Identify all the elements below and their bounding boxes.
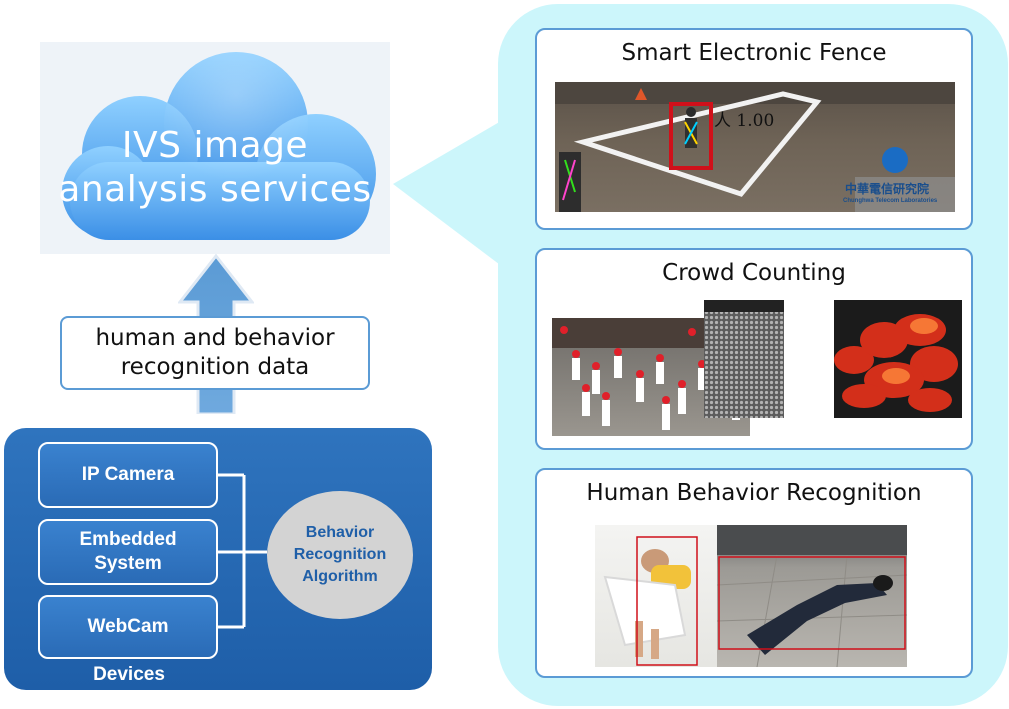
embedded-system-box: Embedded System: [38, 519, 218, 585]
algorithm-line3: Algorithm: [302, 568, 378, 585]
cloud-title-line2: analysis services: [58, 169, 372, 210]
smart-fence-scene: [555, 82, 955, 212]
card-title-smart-fence: Smart Electronic Fence: [621, 40, 887, 66]
ivs-cloud: IVS image analysis services: [40, 42, 390, 254]
embedded-system-label-line2: System: [94, 553, 162, 574]
devices-label: Devices: [93, 664, 165, 685]
detection-label: 人 1.00: [714, 111, 775, 131]
webcam-label: WebCam: [87, 616, 169, 637]
ip-camera-box: IP Camera: [38, 442, 218, 508]
embedded-system-label-line1: Embedded: [79, 529, 177, 550]
ip-camera-label: IP Camera: [81, 464, 175, 485]
algorithm-line2: Recognition: [293, 546, 387, 563]
connector-lines: [218, 473, 267, 629]
fallen-person-photo: [717, 525, 907, 667]
card-title-human-behavior: Human Behavior Recognition: [586, 480, 922, 506]
behavior-recognition-algorithm: Behavior Recognition Algorithm: [267, 491, 413, 619]
sleeping-baby-scene: [603, 536, 698, 666]
card-smart-electronic-fence: Smart Electronic Fence 人 1.00 中華電信研究院 Ch…: [535, 28, 973, 230]
card-crowd-counting: Crowd Counting: [535, 248, 973, 450]
crowd-dense-scene: [704, 300, 784, 418]
cloud-title-line1: IVS image: [121, 125, 309, 166]
card-human-behavior-recognition: Human Behavior Recognition: [535, 468, 973, 678]
chunghwa-logo-subtext: Chunghwa Telecom Laboratories: [843, 198, 938, 204]
chunghwa-logo-text: 中華電信研究院: [845, 182, 930, 196]
recognition-data-box: human and behavior recognition data: [60, 316, 370, 390]
fallen-person-scene: [717, 525, 907, 667]
webcam-box: WebCam: [38, 595, 218, 659]
crowd-dense-photo: [704, 300, 784, 418]
cloud-icon: [62, 52, 376, 240]
smart-fence-photo: 人 1.00 中華電信研究院 Chunghwa Telecom Laborato…: [555, 82, 955, 212]
algorithm-line1: Behavior: [305, 524, 375, 541]
card-title-crowd-counting: Crowd Counting: [662, 260, 846, 286]
devices-panel: IP Camera Embedded System WebCam Behavio…: [4, 428, 432, 690]
data-box-line2: recognition data: [120, 354, 310, 380]
crowd-heatmap-scene: [834, 314, 958, 412]
data-box-line1: human and behavior: [95, 325, 335, 351]
crowd-heatmap-photo: [834, 300, 962, 418]
sleeping-baby-photo: [595, 525, 719, 667]
